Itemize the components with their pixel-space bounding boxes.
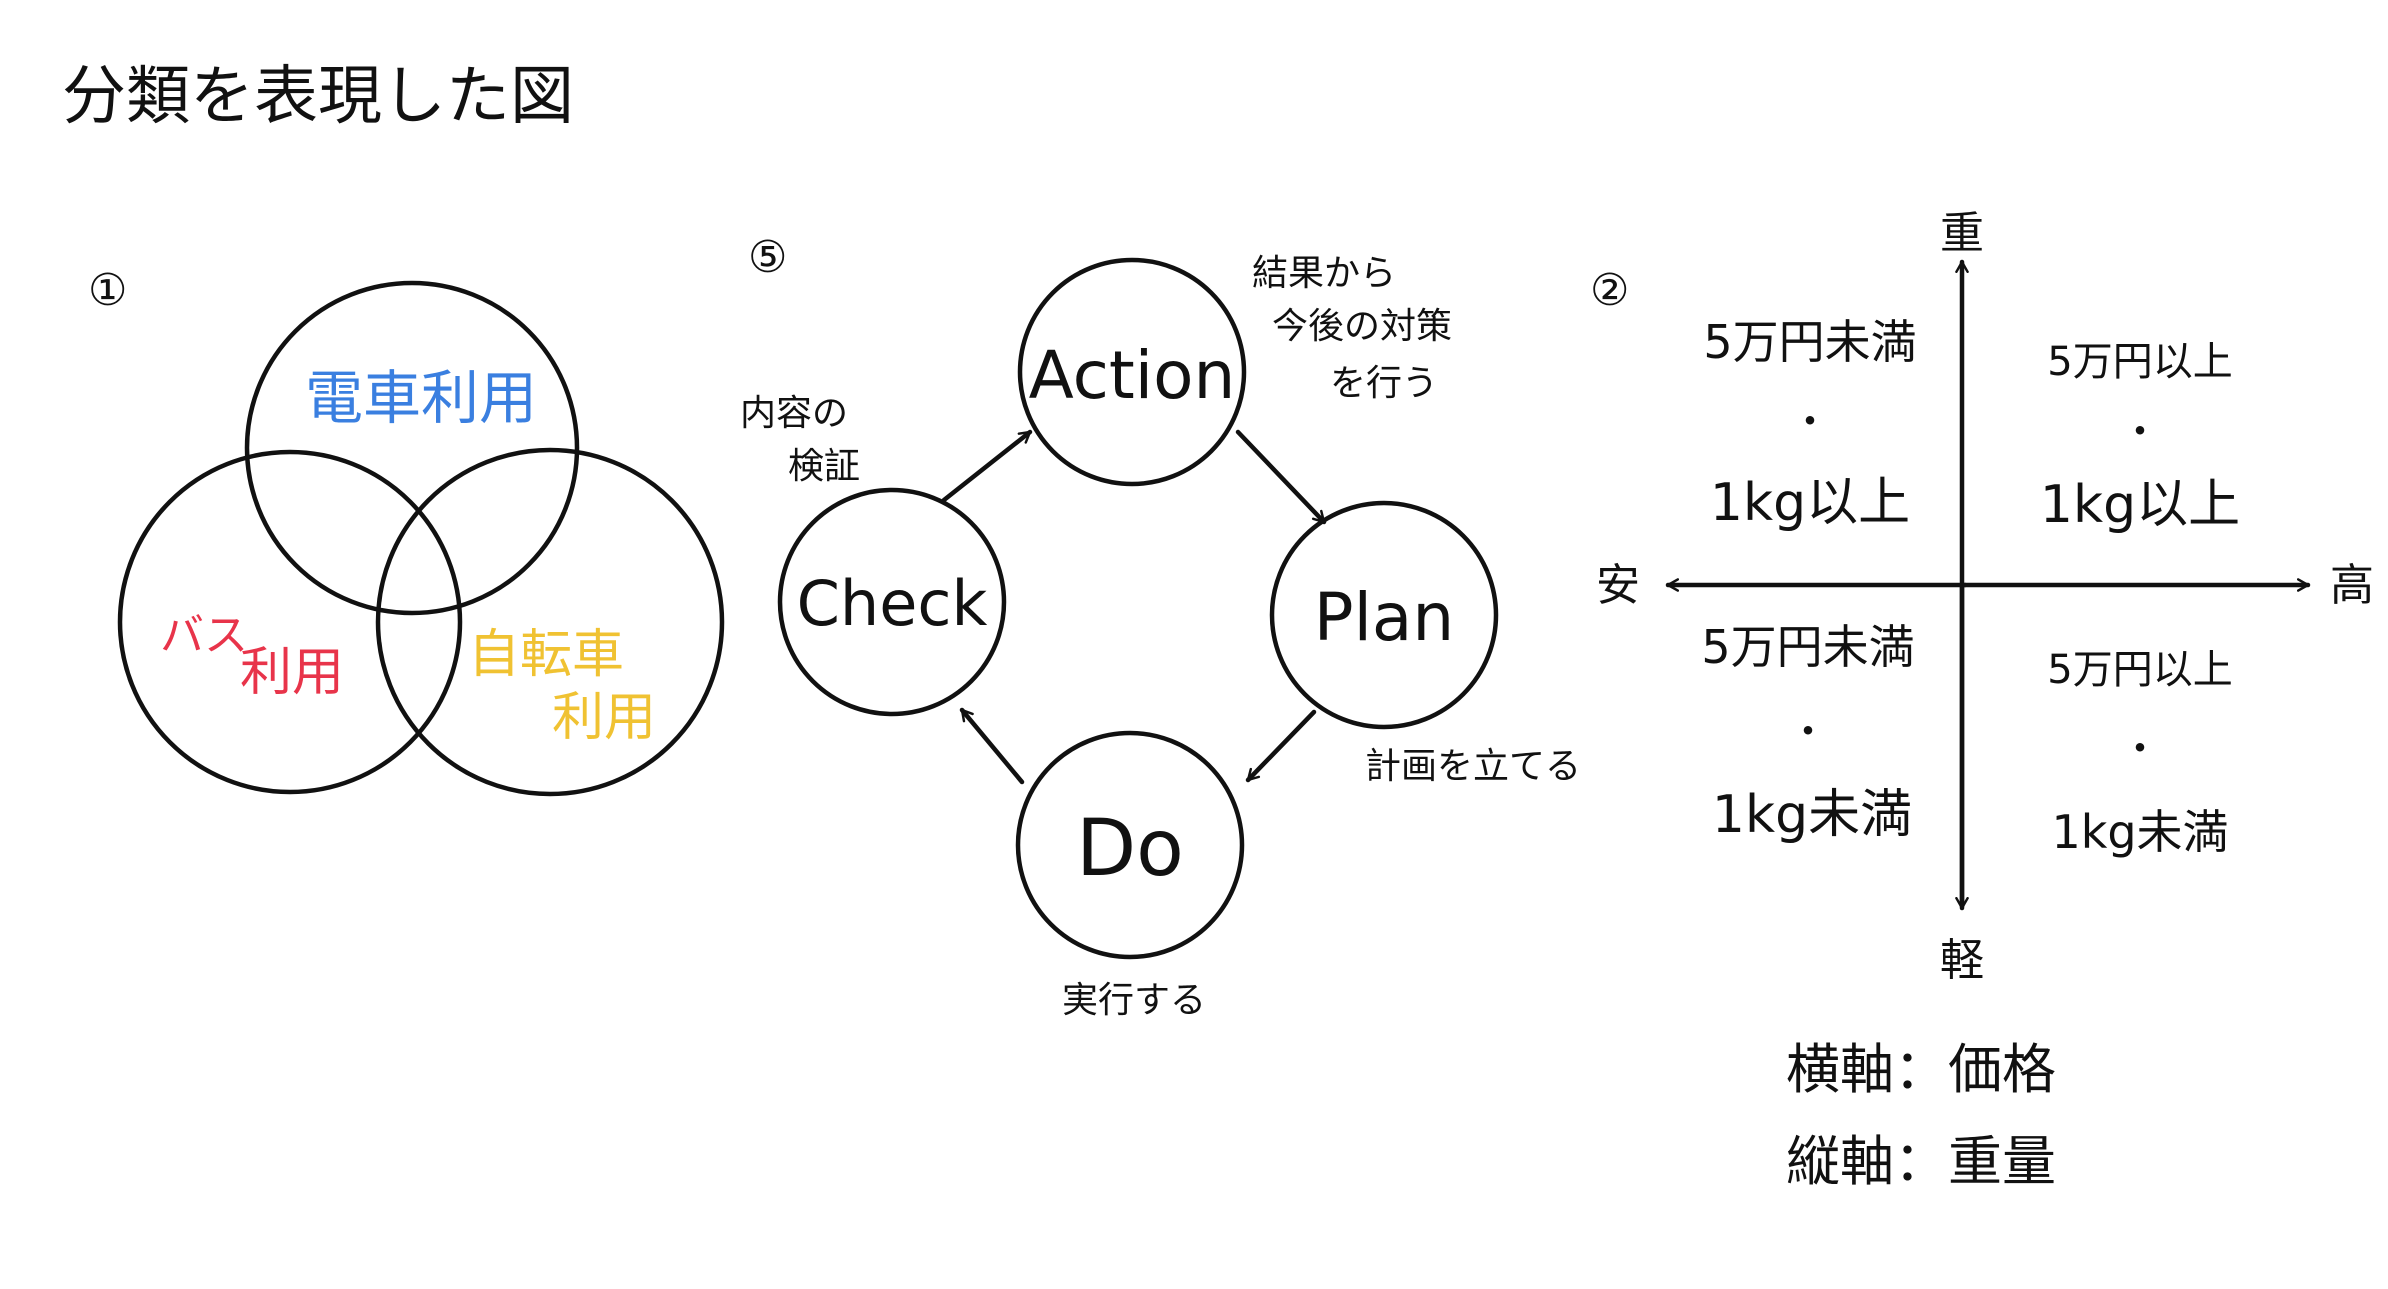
y-axis-legend: 縦軸：重量 <box>1786 1130 2056 1193</box>
pdca-number: ⑤ <box>748 232 787 283</box>
do-circle <box>1015 730 1245 960</box>
quadrant-top-right-line1: 5万円以上 <box>2047 339 2232 385</box>
arrow-do-to-check <box>959 707 1025 785</box>
arrow-plan-to-do <box>1245 709 1317 783</box>
action-note-line1: 結果から <box>1252 253 1396 294</box>
bus-circle <box>117 449 463 795</box>
action-note-line2: 今後の対策 <box>1272 306 1452 347</box>
check-label: Check <box>797 567 988 640</box>
quadrant-bottom-right-line2: 1kg未満 <box>2051 805 2228 859</box>
train-label: 電車利用 <box>305 364 537 432</box>
matrix-number: ② <box>1590 265 1629 316</box>
action-circle <box>1017 257 1247 487</box>
plan-label: Plan <box>1314 579 1454 656</box>
price-weight-matrix: ② 重 軽 安 高 5万円未満 ・ 1kg以上 5万円以上 ・ 1kg以上 5万… <box>1590 208 2374 1193</box>
pdca-cycle: ⑤ Action Plan Do Check 結果から 今後の対策 を行う 計画… <box>740 232 1581 1021</box>
venn-number: ① <box>88 265 127 316</box>
bicycle-circle <box>375 447 725 797</box>
page-title: 分類を表現した図 <box>62 60 574 134</box>
bicycle-label-line2: 利用 <box>552 688 656 748</box>
check-circle <box>777 487 1007 717</box>
arrow-action-to-plan <box>1235 429 1327 525</box>
bus-label-line2: 利用 <box>240 643 344 703</box>
axis-bottom-label: 軽 <box>1940 935 1984 986</box>
quadrant-top-left-line2: 1kg以上 <box>1710 473 1910 533</box>
quadrant-bottom-right-dot: ・ <box>2120 726 2160 772</box>
quadrant-top-right-dot: ・ <box>2120 409 2160 455</box>
action-label: Action <box>1029 337 1236 414</box>
bus-label-line1: バス <box>160 610 248 661</box>
quadrant-bottom-left-line2: 1kg未満 <box>1712 785 1912 845</box>
check-note-line1: 内容の <box>740 393 848 434</box>
plan-circle <box>1269 500 1499 730</box>
bicycle-label-line1: 自転車 <box>468 625 624 685</box>
do-note: 実行する <box>1062 980 1206 1021</box>
quadrant-bottom-left-line1: 5万円未満 <box>1701 620 1914 674</box>
quadrant-top-right-line2: 1kg以上 <box>2040 475 2240 535</box>
check-note-line2: 検証 <box>788 446 860 487</box>
x-axis-legend: 横軸：価格 <box>1786 1038 2056 1101</box>
venn-diagram: ① 電車利用 バス 利用 自転車 利用 <box>88 265 725 797</box>
axis-right-label: 高 <box>2330 560 2374 611</box>
axis-left-label: 安 <box>1596 560 1640 611</box>
quadrant-bottom-right-line1: 5万円以上 <box>2047 647 2232 693</box>
action-note-line3: を行う <box>1330 363 1438 404</box>
plan-note: 計画を立てる <box>1365 746 1581 787</box>
axis-top-label: 重 <box>1940 208 1984 259</box>
quadrant-bottom-left-dot: ・ <box>1788 709 1828 755</box>
train-circle <box>244 280 580 616</box>
do-label: Do <box>1076 804 1184 894</box>
quadrant-top-left-line1: 5万円未満 <box>1703 315 1916 369</box>
quadrant-top-left-dot: ・ <box>1790 399 1830 445</box>
arrow-check-to-action <box>941 429 1033 503</box>
